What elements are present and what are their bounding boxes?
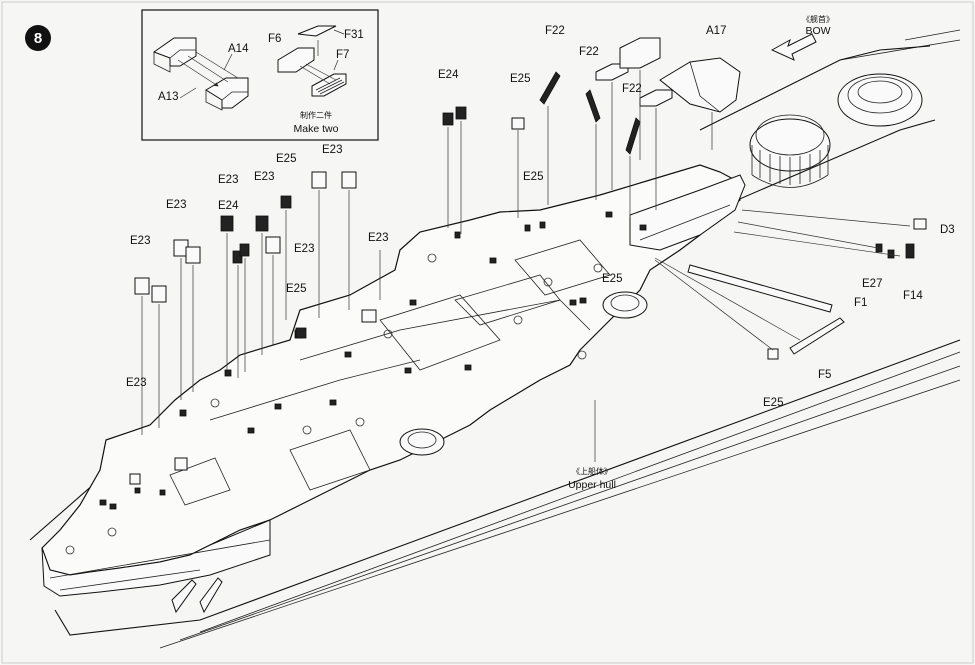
- part-a13: [205, 77, 249, 111]
- label-a17: A17: [706, 25, 726, 37]
- label-e23-e: E23: [368, 232, 388, 244]
- label-e25-top: E25: [510, 73, 530, 85]
- label-f14: F14: [903, 290, 923, 302]
- label-e25-mid: E25: [523, 171, 543, 183]
- bow-arrow-icon: [770, 33, 817, 61]
- label-f22-b: F22: [579, 46, 599, 58]
- inset-note-cn: 制作二件: [300, 110, 332, 120]
- part-f6: [277, 47, 315, 73]
- small-parts: [129, 106, 927, 485]
- bow-note-cn: 《舰首》: [802, 14, 834, 24]
- label-e23-a: E23: [218, 174, 238, 186]
- part-f22-group: [539, 71, 641, 155]
- upper-hull: [29, 29, 961, 649]
- inset-label-f6: F6: [268, 33, 281, 45]
- label-f22-a: F22: [545, 25, 565, 37]
- inset-box: A14 A13 F6 F31 F7 制作二件 Make two: [141, 9, 379, 141]
- barbette-bow: [837, 73, 923, 127]
- label-e25-right: E25: [602, 273, 622, 285]
- barbette-aft: [399, 428, 445, 456]
- label-e25-upper: E25: [276, 153, 296, 165]
- label-e27: E27: [862, 278, 882, 290]
- label-e24-top: E24: [438, 69, 459, 81]
- part-a17: [659, 57, 741, 113]
- inset-label-f7: F7: [336, 49, 349, 61]
- hull-note-cn: 《上船体》: [572, 466, 612, 476]
- upper-hull-caption: 《上船体》 Upper hull: [568, 466, 616, 491]
- boom-f1: [687, 264, 833, 313]
- label-f22-c: F22: [622, 83, 642, 95]
- label-f1: F1: [854, 297, 867, 309]
- bow-indicator: 《舰首》 BOW: [770, 14, 834, 61]
- part-labels: F22 F22 F22 A17 E24 E25 E25 E23 E25 E23 …: [126, 25, 955, 409]
- inset-label-f31: F31: [344, 29, 364, 41]
- label-e23-low: E23: [126, 377, 146, 389]
- label-e24-left: E24: [218, 200, 239, 212]
- step-number: 8: [34, 30, 42, 47]
- hull-note-en: Upper hull: [568, 479, 616, 491]
- step-badge: 8: [25, 25, 51, 51]
- label-e23-d: E23: [294, 243, 314, 255]
- label-e23-f: E23: [130, 235, 150, 247]
- barbette-forward: [749, 114, 831, 188]
- label-e23-top: E23: [322, 144, 342, 156]
- label-e23-b: E23: [254, 171, 274, 183]
- label-e25-bottom: E25: [763, 397, 783, 409]
- part-f7: [311, 73, 347, 97]
- label-e25-left: E25: [286, 283, 306, 295]
- barbette-mid: [602, 291, 648, 319]
- part-a14: [152, 37, 197, 73]
- part-f31: [297, 25, 337, 37]
- label-d3: D3: [940, 224, 955, 236]
- boom-f5: [789, 317, 845, 355]
- label-e23-c: E23: [166, 199, 186, 211]
- inset-label-a14: A14: [228, 43, 249, 55]
- inset-label-a13: A13: [158, 91, 178, 103]
- inset-note-en: Make two: [294, 123, 339, 135]
- label-f5: F5: [818, 369, 831, 381]
